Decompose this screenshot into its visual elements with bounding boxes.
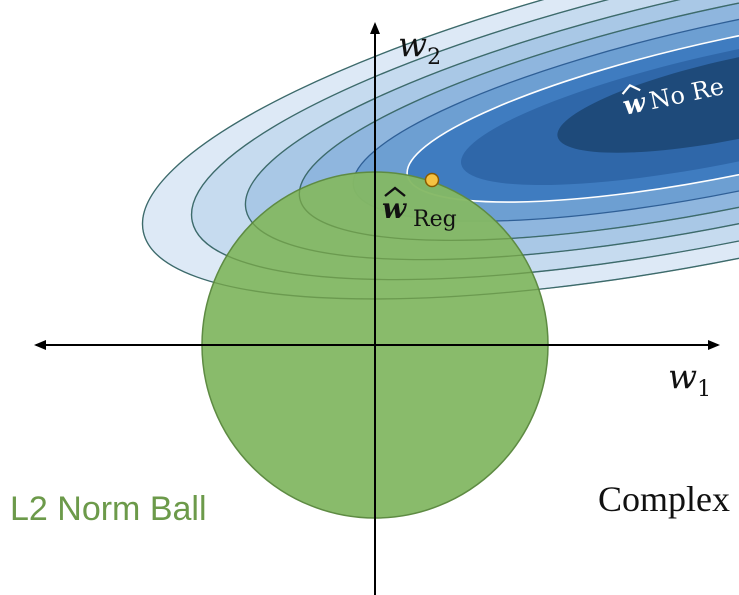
l2-norm-ball-label: L2 Norm Ball: [10, 490, 207, 528]
contour-lines-through-ball: [141, 0, 739, 300]
w1-axis-label: w1: [668, 357, 711, 402]
svg-text:w: w: [382, 192, 407, 225]
w2-axis-label: w2: [398, 25, 441, 70]
w-reg-hat-icon: [384, 186, 406, 197]
w-reg-point: [424, 172, 440, 188]
svg-text:Reg: Reg: [413, 207, 457, 232]
w-noreg-hat-icon: [621, 83, 641, 95]
w-reg-label: w Reg: [382, 186, 457, 232]
complexity-label: Complex: [598, 479, 730, 519]
contour-center: [557, 41, 739, 153]
